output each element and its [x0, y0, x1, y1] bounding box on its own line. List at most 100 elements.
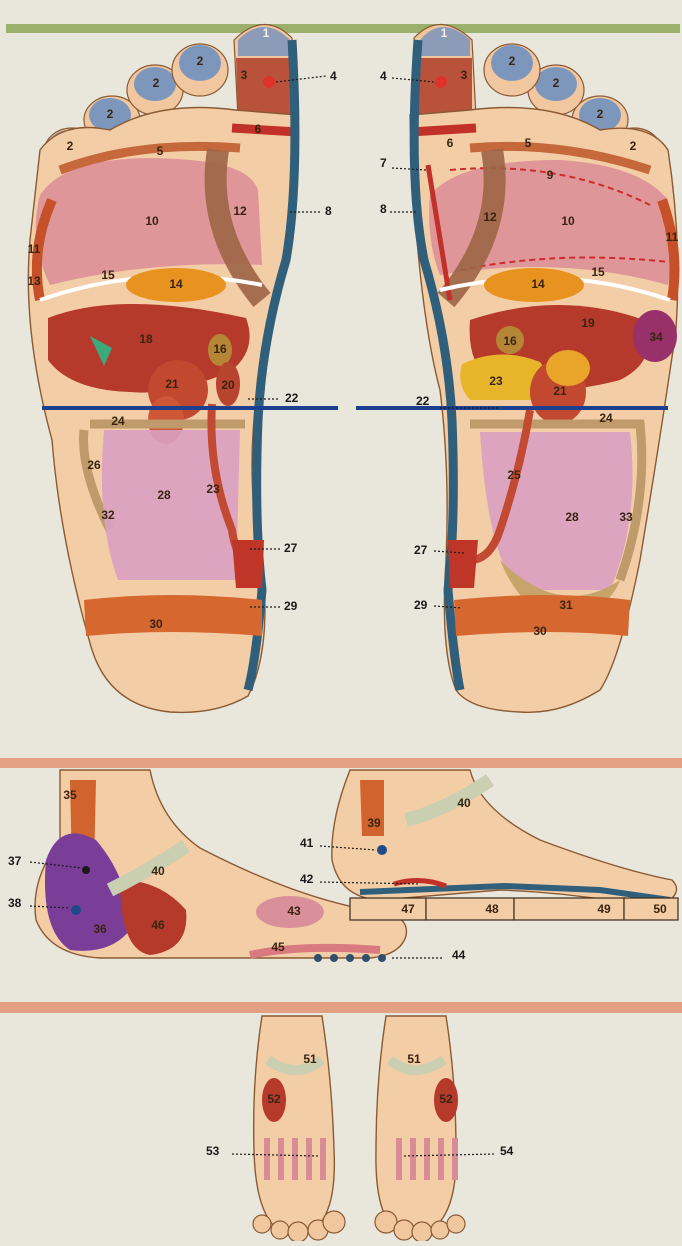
- top-left-label-52: 52: [267, 1092, 281, 1106]
- inner-point-38: [71, 905, 81, 915]
- right-label-27: 27: [414, 543, 428, 557]
- left-label-16: 16: [213, 342, 227, 356]
- right-label-16: 16: [503, 334, 517, 348]
- inner-label-36: 36: [93, 922, 107, 936]
- inner-label-43: 43: [287, 904, 301, 918]
- left-zone-6: [232, 128, 298, 132]
- left-label-11: 11: [28, 242, 41, 256]
- right-label-23: 23: [489, 374, 503, 388]
- right-label-28: 28: [565, 510, 579, 524]
- left-point-4: [263, 76, 275, 88]
- left-label-2a: 2: [197, 54, 204, 68]
- top-left-toe-1: [253, 1215, 271, 1233]
- top-left-foot-outline: [254, 1016, 335, 1236]
- outer-zone-48: [426, 898, 514, 920]
- right-label-10: 10: [561, 214, 575, 228]
- lower-divider: [0, 1002, 682, 1013]
- right-label-2a: 2: [509, 54, 516, 68]
- right-label-6: 6: [447, 136, 454, 150]
- top-left-label-53: 53: [206, 1144, 220, 1158]
- inner-label-35: 35: [63, 788, 77, 802]
- left-label-14: 14: [169, 277, 183, 291]
- inner-label-46: 46: [151, 918, 165, 932]
- right-label-19: 19: [581, 316, 595, 330]
- inner-label-45: 45: [271, 940, 285, 954]
- left-label-2b: 2: [153, 76, 160, 90]
- left-label-2d: 2: [67, 139, 74, 153]
- right-zone-6: [410, 128, 476, 132]
- outer-label-42: 42: [300, 872, 314, 886]
- outer-label-47: 47: [401, 902, 415, 916]
- left-label-18: 18: [139, 332, 153, 346]
- outer-label-49: 49: [597, 902, 611, 916]
- top-right-toe-3: [412, 1222, 432, 1241]
- top-right-toe-2: [431, 1221, 449, 1239]
- top-left-stripe-5: [320, 1138, 326, 1180]
- right-zone-23b: [546, 350, 590, 386]
- right-label-2d: 2: [630, 139, 637, 153]
- right-label-30: 30: [533, 624, 547, 638]
- left-zone-27: [232, 540, 264, 588]
- inner-label-38: 38: [8, 896, 22, 910]
- right-label-2c: 2: [597, 107, 604, 121]
- right-label-22: 22: [416, 394, 430, 408]
- top-left-toe-2: [271, 1221, 289, 1239]
- top-right-stripe-4: [438, 1138, 444, 1180]
- right-label-4: 4: [380, 69, 387, 83]
- left-label-10: 10: [145, 214, 159, 228]
- top-right-label-51: 51: [407, 1052, 421, 1066]
- inner-label-44: 44: [452, 948, 466, 962]
- inner-label-37: 37: [8, 854, 22, 868]
- left-label-24: 24: [111, 414, 125, 428]
- inner-point-44c: [346, 954, 354, 962]
- top-left-toe-5: [323, 1211, 345, 1233]
- right-label-25: 25: [507, 468, 521, 482]
- right-label-29: 29: [414, 598, 428, 612]
- right-label-3: 3: [461, 68, 468, 82]
- top-right-stripe-5: [452, 1138, 458, 1180]
- left-label-5: 5: [157, 144, 164, 158]
- inner-point-44b: [330, 954, 338, 962]
- right-label-7: 7: [380, 156, 387, 170]
- middle-divider: [0, 758, 682, 768]
- right-label-34: 34: [649, 330, 663, 344]
- right-point-4: [435, 76, 447, 88]
- right-label-14: 14: [531, 277, 545, 291]
- outer-zone-50: [624, 898, 678, 920]
- right-zone-27: [448, 540, 478, 588]
- outer-label-39: 39: [367, 816, 381, 830]
- right-label-1: 1: [441, 26, 448, 40]
- top-right-stripe-3: [424, 1138, 430, 1180]
- left-label-28: 28: [157, 488, 171, 502]
- right-label-21: 21: [553, 384, 567, 398]
- right-label-15: 15: [591, 265, 605, 279]
- left-label-26: 26: [87, 458, 101, 472]
- top-left-toe-3: [288, 1222, 308, 1241]
- top-left-stripe-1: [264, 1138, 270, 1180]
- inner-point-44a: [314, 954, 322, 962]
- top-left-stripe-3: [292, 1138, 298, 1180]
- outer-label-40: 40: [457, 796, 471, 810]
- top-right-label-52: 52: [439, 1092, 453, 1106]
- right-label-33: 33: [619, 510, 633, 524]
- left-zone-30: [84, 595, 262, 636]
- left-label-3: 3: [241, 68, 248, 82]
- left-label-13: 13: [27, 274, 41, 288]
- top-right-toe-4: [394, 1220, 414, 1240]
- left-label-12: 12: [233, 204, 247, 218]
- inner-label-40: 40: [151, 864, 165, 878]
- outer-point-41: [377, 845, 387, 855]
- top-left-stripe-2: [278, 1138, 284, 1180]
- left-label-27: 27: [284, 541, 298, 555]
- left-label-23: 23: [206, 482, 220, 496]
- left-label-29: 29: [284, 599, 298, 613]
- outer-label-41: 41: [300, 836, 314, 850]
- right-label-8: 8: [380, 202, 387, 216]
- top-divider: [6, 24, 680, 33]
- left-label-8: 8: [325, 204, 332, 218]
- top-right-stripe-1: [396, 1138, 402, 1180]
- left-label-32: 32: [101, 508, 115, 522]
- left-label-4: 4: [330, 69, 337, 83]
- top-right-stripe-2: [410, 1138, 416, 1180]
